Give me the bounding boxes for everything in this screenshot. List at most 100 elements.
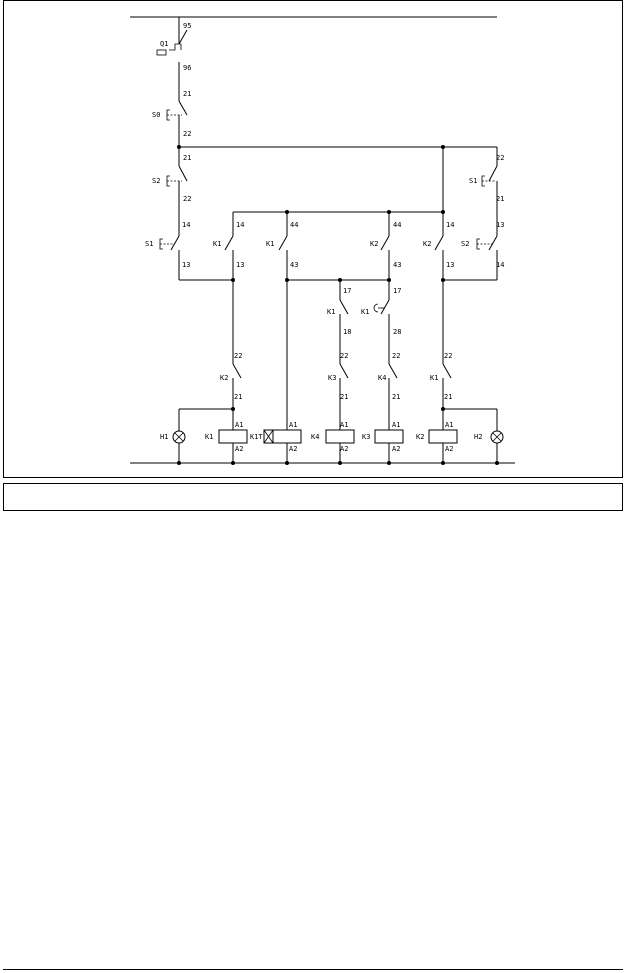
s1-left-label: S1 (145, 240, 153, 248)
s1-right-label: S1 (469, 177, 477, 185)
k3-coil-terminal-a1: A1 (392, 421, 400, 429)
h2-indicator-lamp: H2 (443, 408, 504, 463)
junction (285, 461, 289, 465)
k1-coil-label: K1 (205, 433, 213, 441)
k1-terminal-18: 18 (343, 328, 351, 336)
k2-holding-contact: K2 14 13 (423, 212, 454, 280)
k2-holding-label: K2 (423, 240, 431, 248)
junction (231, 407, 235, 411)
k3-interlock-terminal-22: 22 (340, 352, 348, 360)
k1-holding-label: K1 (213, 240, 221, 248)
k1-contact-17-18: K1 17 18 (327, 280, 351, 352)
k1-terminal-17: 17 (343, 287, 351, 295)
k1-aux-terminal-44: 44 (290, 221, 298, 229)
junction (387, 461, 391, 465)
k1-holding-contact: K1 14 13 (213, 212, 244, 280)
k3-interlock-terminal-21: 21 (340, 393, 348, 401)
s2-left-terminal-22: 22 (183, 195, 191, 203)
diagram-frame (3, 0, 623, 478)
k1-coil: K1 A1 A2 (205, 420, 248, 463)
s1-right-terminal-22: 22 (496, 154, 504, 162)
s0-label: S0 (152, 111, 160, 119)
k1-aux-terminal-43: 43 (290, 261, 298, 269)
k4-coil-terminal-a2: A2 (340, 445, 348, 453)
k2-interlock-terminal-21: 21 (234, 393, 242, 401)
q1-terminal-95: 95 (183, 22, 191, 30)
k1t-timer-coil: K1T A1 A2 (250, 421, 302, 463)
s2-right-terminal-14: 14 (496, 261, 504, 269)
k1-aux-label: K1 (266, 240, 274, 248)
s1-stop-contact-right: S1 22 21 (469, 147, 504, 236)
k2-aux-terminal-44: 44 (393, 221, 401, 229)
k2-aux-terminal-43: 43 (393, 261, 401, 269)
k2-interlock-contact: K2 22 21 (220, 280, 242, 420)
junction (231, 461, 235, 465)
k3-interlock-contact: K3 22 21 (328, 352, 348, 430)
k1-timed-contact: K1 17 28 (361, 280, 401, 352)
k1t-coil-terminal-a2: A2 (289, 445, 297, 453)
s1-right-terminal-21: 21 (496, 195, 504, 203)
k2-coil-terminal-a1: A1 (445, 421, 453, 429)
s2-right-label: S2 (461, 240, 469, 248)
junction (441, 407, 445, 411)
k1-auxiliary-contact: K1 44 43 (266, 212, 298, 280)
s2-stop-contact-left: S2 21 22 (152, 147, 191, 236)
k2-coil-label: K2 (416, 433, 424, 441)
k1-holding-terminal-14: 14 (236, 221, 244, 229)
h2-label: H2 (474, 433, 482, 441)
s1-left-terminal-13: 13 (182, 261, 190, 269)
s2-left-terminal-21: 21 (183, 154, 191, 162)
s2-start-button-right: S2 13 14 (461, 221, 504, 280)
q1-label: Q1 (160, 40, 168, 48)
k1-coil-terminal-a2: A2 (235, 445, 243, 453)
s0-stop-button: S0 21 22 (152, 88, 191, 147)
k2-aux-label: K2 (370, 240, 378, 248)
h1-label: H1 (160, 433, 168, 441)
k1-interlock-label: K1 (430, 374, 438, 382)
k1-interlock-contact: K1 22 21 (430, 280, 452, 420)
junction (495, 461, 499, 465)
control-circuit-diagram: Q1 95 96 S0 21 22 S2 21 22 S1 14 13 (130, 16, 515, 465)
k3-coil-label: K3 (362, 433, 370, 441)
k2-auxiliary-contact: K2 44 43 (370, 212, 401, 280)
k2-interlock-terminal-22: 22 (234, 352, 242, 360)
caption-box (3, 483, 623, 511)
k4-coil-label: K4 (311, 433, 319, 441)
k4-interlock-label: K4 (378, 374, 386, 382)
k4-coil-terminal-a1: A1 (340, 421, 348, 429)
s2-right-terminal-13: 13 (496, 221, 504, 229)
k1t-coil-label: K1T (250, 433, 263, 441)
s1-left-terminal-14: 14 (182, 221, 190, 229)
k2-holding-terminal-13: 13 (446, 261, 454, 269)
junction (441, 461, 445, 465)
s0-terminal-22: 22 (183, 130, 191, 138)
k1t-coil-terminal-a1: A1 (289, 421, 297, 429)
k4-interlock-contact: K4 22 21 (378, 352, 400, 430)
k2-holding-terminal-14: 14 (446, 221, 454, 229)
k1-holding-terminal-13: 13 (236, 261, 244, 269)
bottom-rule (3, 969, 623, 970)
k2-coil: K2 A1 A2 (416, 420, 458, 463)
k1-timed-terminal-17: 17 (393, 287, 401, 295)
s2-left-label: S2 (152, 177, 160, 185)
h1-indicator-lamp: H1 (160, 408, 233, 463)
k3-coil-terminal-a2: A2 (392, 445, 400, 453)
k3-interlock-label: K3 (328, 374, 336, 382)
s0-terminal-21: 21 (183, 90, 191, 98)
q1-overload-contact: Q1 95 96 (156, 17, 191, 88)
k1-interlock-terminal-21: 21 (444, 393, 452, 401)
k4-interlock-terminal-21: 21 (392, 393, 400, 401)
junction (177, 461, 181, 465)
q1-terminal-96: 96 (183, 64, 191, 72)
k3-coil: K3 A1 A2 (362, 421, 404, 463)
k1-timed-terminal-28: 28 (393, 328, 401, 336)
k1-coil-terminal-a1: A1 (235, 421, 243, 429)
k4-coil: K4 A1 A2 (311, 421, 355, 463)
k1-interlock-terminal-22: 22 (444, 352, 452, 360)
junction (338, 461, 342, 465)
k2-coil-terminal-a2: A2 (445, 445, 453, 453)
k1-timed-label: K1 (361, 308, 369, 316)
k1-contact-17-18-label: K1 (327, 308, 335, 316)
k2-interlock-label: K2 (220, 374, 228, 382)
s1-start-button-left: S1 14 13 (145, 221, 190, 280)
